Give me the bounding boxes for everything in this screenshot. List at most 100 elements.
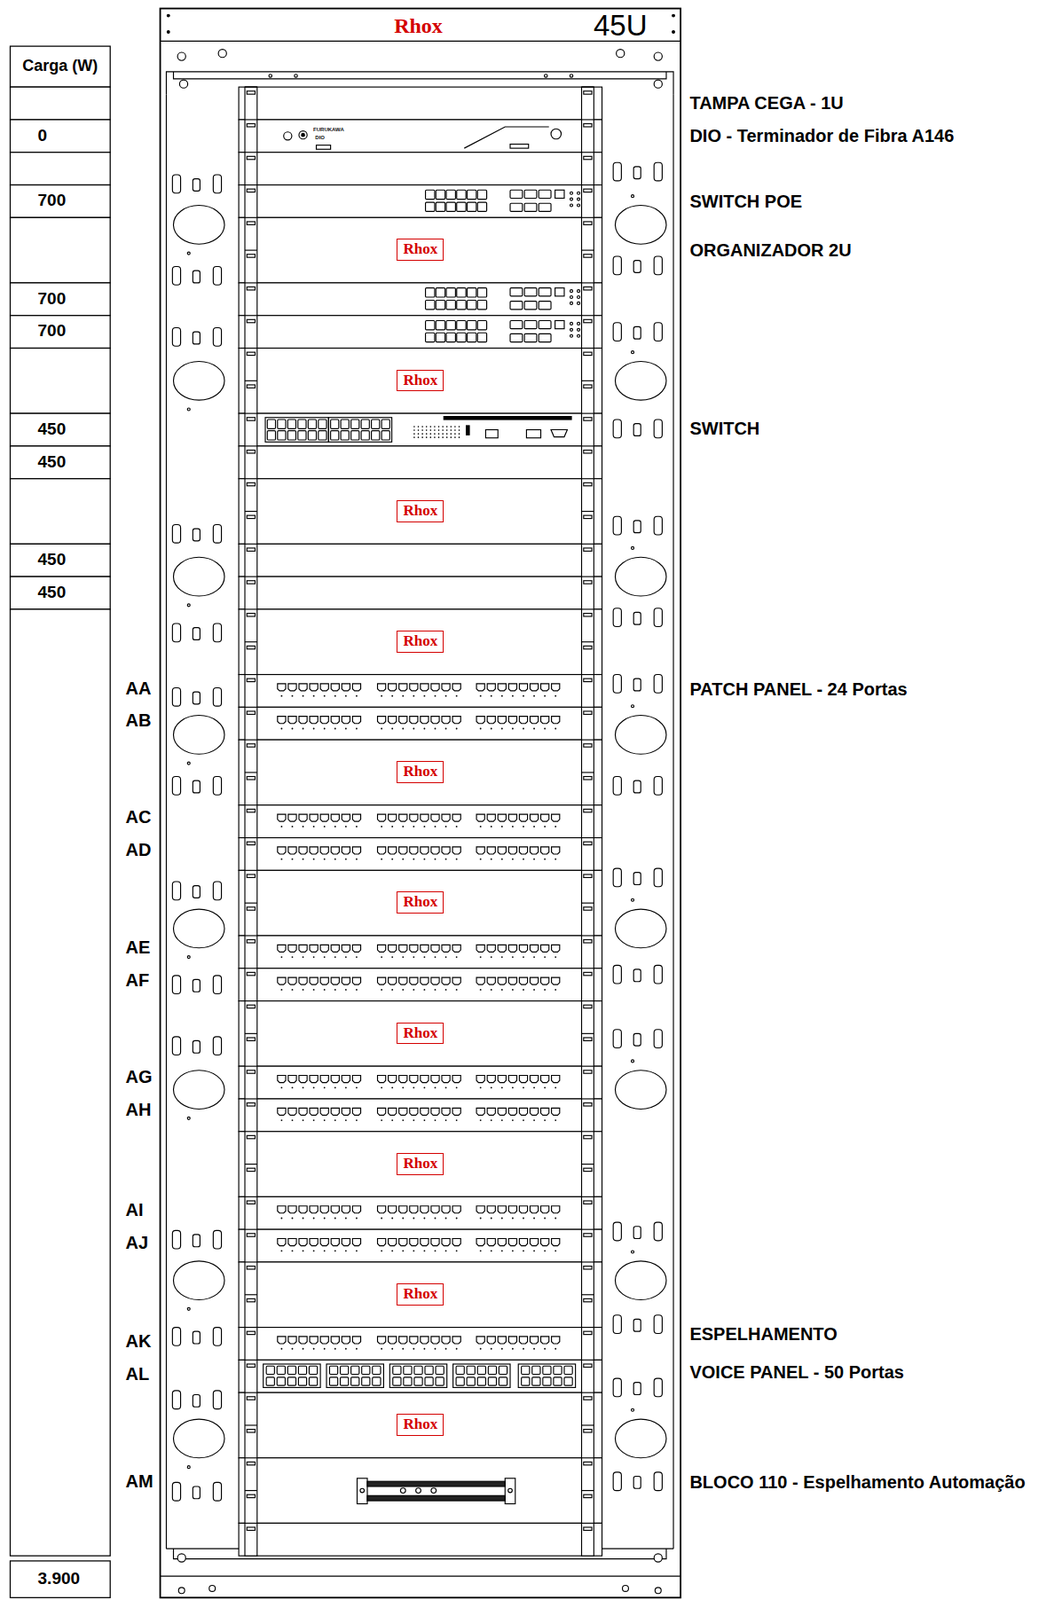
keystone-port <box>420 1206 429 1214</box>
keystone-port <box>388 1239 397 1247</box>
unit-tick <box>244 217 258 219</box>
unit-face <box>238 739 602 806</box>
mount-hole <box>653 52 662 61</box>
keystone-port <box>519 944 527 952</box>
vent-dot <box>417 436 420 439</box>
blank-panel <box>238 543 602 577</box>
unit-face <box>238 119 602 153</box>
keystone-port <box>487 1239 496 1247</box>
unit-tick <box>244 837 258 839</box>
patch-panel <box>238 805 602 839</box>
unit-tick <box>582 86 595 88</box>
port-number-dot <box>412 695 415 698</box>
port-number-dot <box>522 956 525 959</box>
unit-face <box>238 870 602 937</box>
keystone-port <box>452 977 461 985</box>
unit-tick <box>244 478 258 480</box>
dio-logo-dot <box>301 133 305 136</box>
keystone-port <box>497 716 506 724</box>
keystone-port <box>352 1239 361 1247</box>
keystone-port <box>352 1206 361 1214</box>
port-number-dot <box>334 695 337 698</box>
keystone-port <box>388 716 397 724</box>
rj45-port <box>425 320 435 330</box>
brand-logo: Rhox <box>402 1156 438 1173</box>
mount-hole <box>177 1554 186 1563</box>
cable-ring <box>614 1419 667 1459</box>
port-number-dot <box>445 1250 448 1252</box>
mount-hole <box>653 1554 662 1563</box>
blank-panel <box>238 86 602 120</box>
keystone-port <box>497 684 506 692</box>
sfp-port <box>555 189 565 198</box>
rail-slot <box>246 287 255 291</box>
unit-face <box>238 805 602 839</box>
voice-port <box>329 1377 338 1386</box>
rail-slot <box>583 744 592 748</box>
port-number-dot <box>345 728 347 731</box>
sfp-port <box>510 203 523 212</box>
status-led <box>577 290 581 293</box>
port-number-dot <box>434 695 437 698</box>
port-number-dot <box>313 1119 315 1122</box>
port-number-dot <box>345 858 347 861</box>
cable-finger <box>172 174 181 194</box>
voice-port <box>276 1377 285 1386</box>
unit-tick <box>244 641 258 643</box>
rj45-port <box>298 419 307 429</box>
status-led <box>570 322 574 325</box>
cable-finger <box>653 256 662 276</box>
keystone-port <box>298 1239 307 1247</box>
unit-tick <box>244 739 258 741</box>
keystone-port <box>497 1076 506 1084</box>
cable-ring <box>173 715 226 756</box>
panel-id: AF <box>125 970 150 991</box>
cable-organizer <box>238 1262 602 1329</box>
port-number-dot <box>445 858 448 861</box>
vent-dot <box>438 432 441 435</box>
vent-dot <box>454 436 457 439</box>
cable-finger <box>192 780 200 794</box>
voice-block <box>389 1364 447 1388</box>
keystone-port <box>476 1206 485 1214</box>
port-number-dot <box>280 1086 283 1089</box>
unit-tick <box>244 1457 258 1459</box>
patch-panel <box>238 1328 602 1361</box>
cable-finger <box>633 520 641 534</box>
rail-slot <box>583 711 592 715</box>
port-number-dot <box>554 858 557 861</box>
rail-slot <box>583 352 592 355</box>
sfp-port <box>510 333 523 342</box>
mount-hole <box>177 52 186 61</box>
port-number-dot <box>554 825 557 828</box>
rj45-port <box>287 431 296 441</box>
keystone-port <box>288 684 297 692</box>
rj45-port <box>466 332 476 342</box>
rail-slot <box>583 287 592 291</box>
load-value: 450 <box>38 583 67 603</box>
keystone-port <box>541 1337 550 1345</box>
port-number-dot <box>533 1119 535 1122</box>
rack-cabinet: Rhox45URhoxRhoxRhoxRhoxRhoxRhoxRhoxRhoxR… <box>160 7 682 1598</box>
keystone-port <box>508 1108 517 1116</box>
port-number-dot <box>302 1086 305 1089</box>
keystone-port <box>431 1076 440 1084</box>
keystone-port <box>352 814 361 822</box>
port-number-dot <box>511 858 514 861</box>
port-number-dot <box>434 956 437 959</box>
rj45-port <box>456 299 466 309</box>
unit-tick <box>244 1131 258 1133</box>
keystone-port <box>330 684 339 692</box>
rail-slot <box>246 1527 255 1531</box>
cable-finger <box>653 675 662 694</box>
port-number-dot <box>456 1086 458 1089</box>
unit-tick <box>582 413 595 415</box>
rj45-port <box>477 320 487 330</box>
keystone-port <box>388 847 397 855</box>
unit-tick <box>582 641 595 643</box>
keystone-port <box>288 944 297 952</box>
keystone-port <box>508 977 517 985</box>
port-number-dot <box>490 1086 493 1089</box>
rail-slot <box>246 874 255 878</box>
keystone-port <box>352 1337 361 1345</box>
